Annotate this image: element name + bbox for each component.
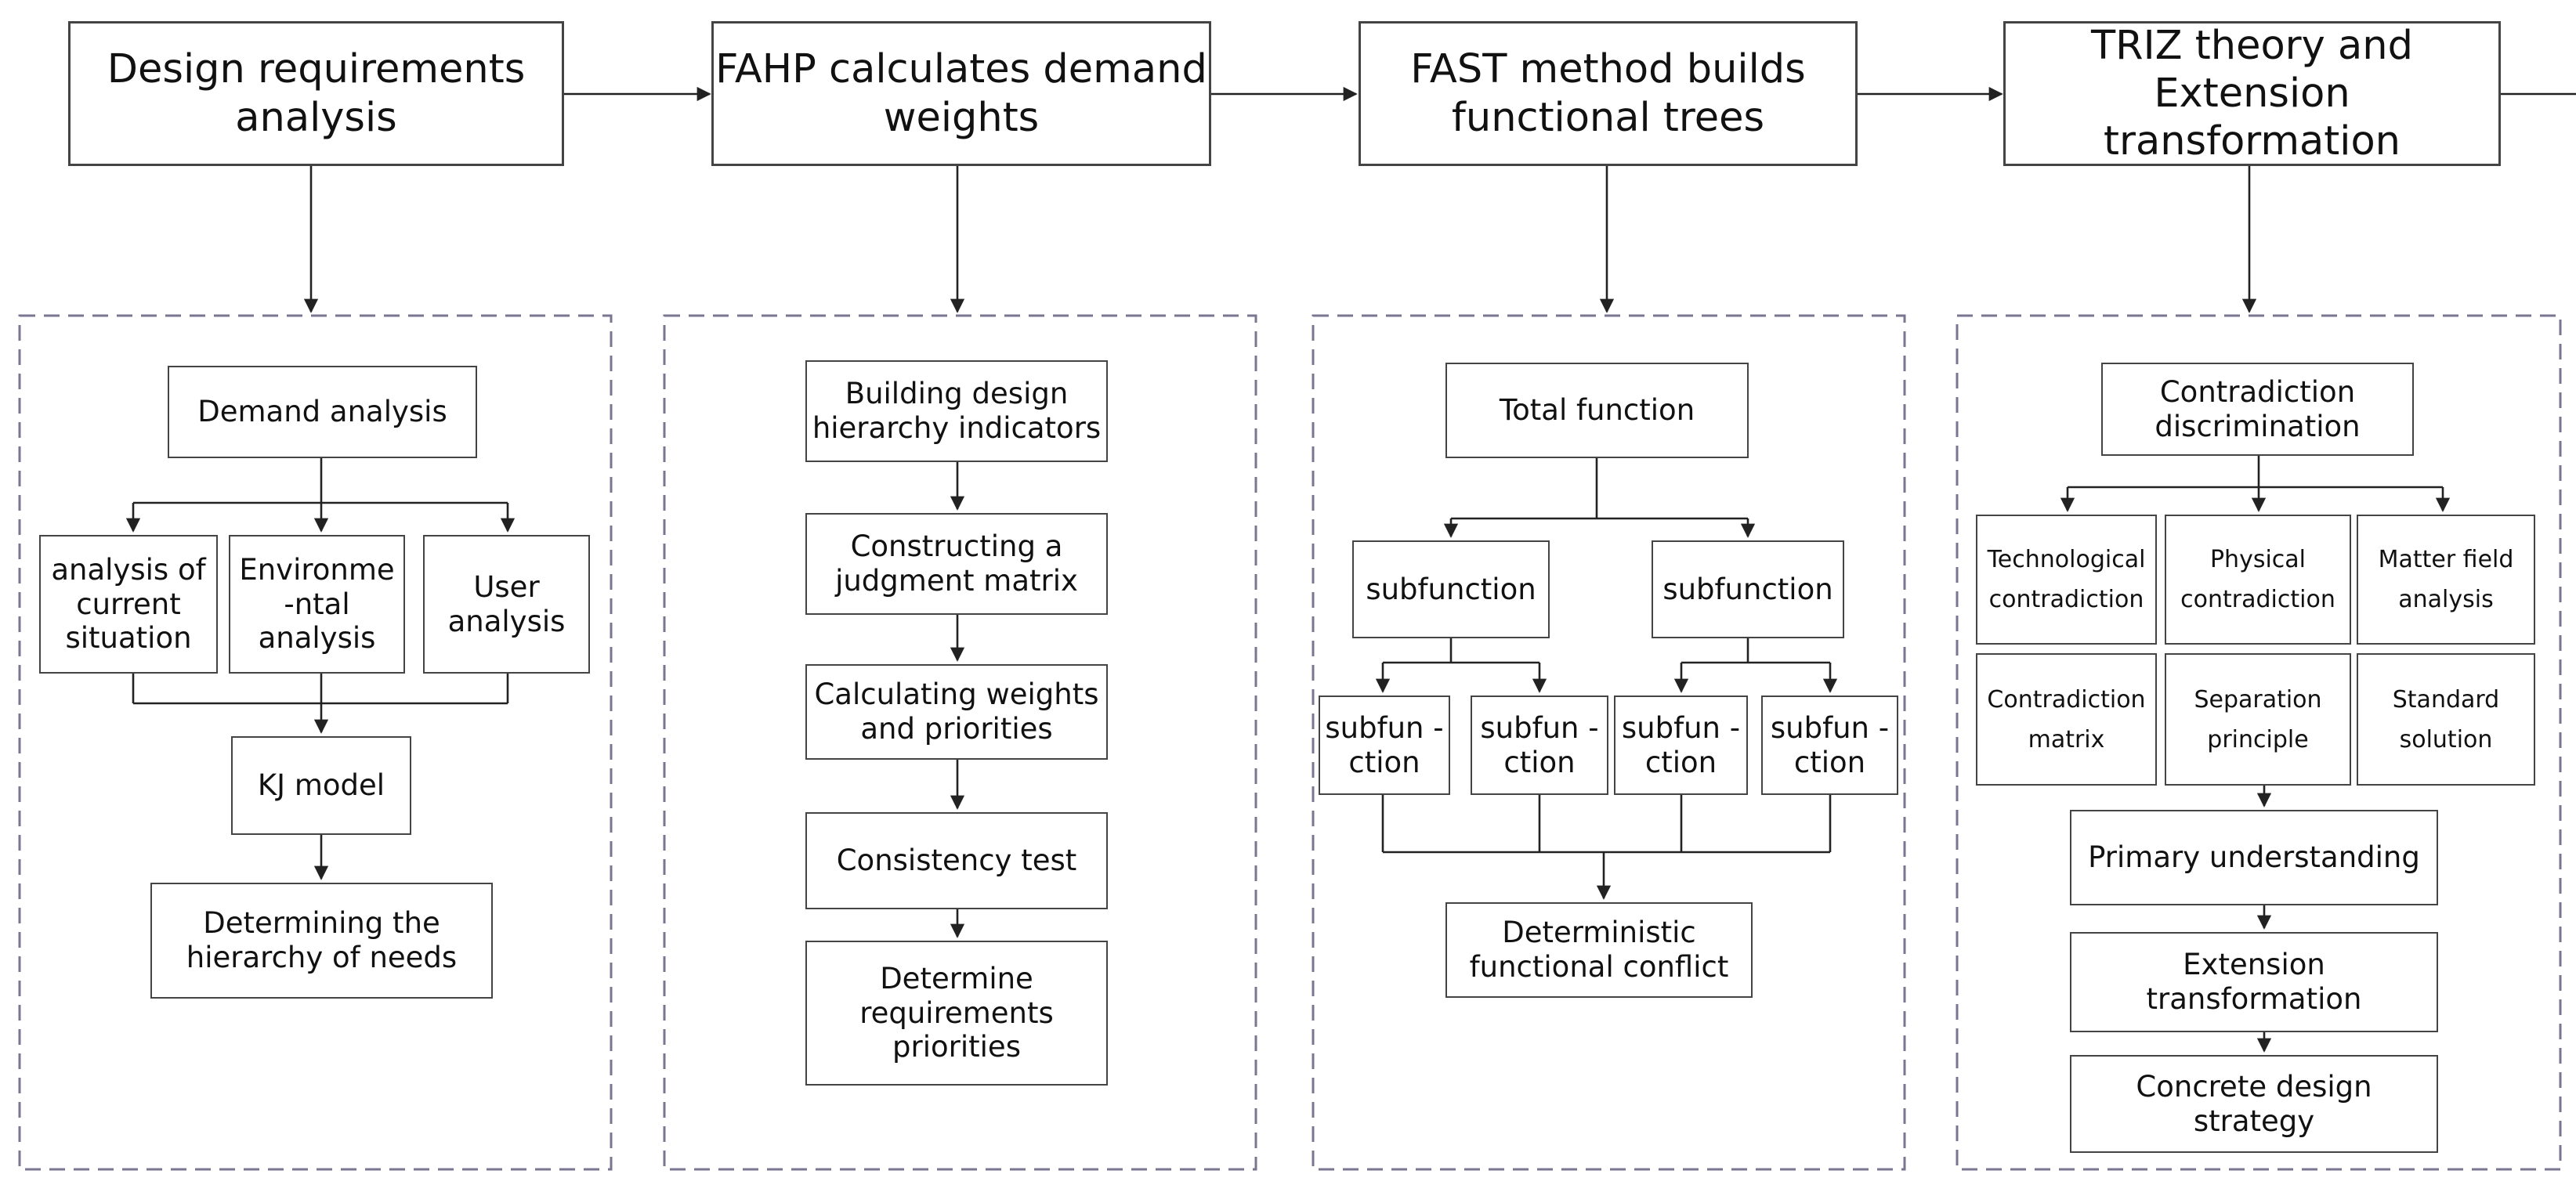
step-fast-method-functional-trees: FAST method builds functional trees [1359,21,1858,166]
leaf-subfunction-2-box: subfun -ction [1471,695,1608,795]
technological-contradiction-box: Technological contradiction [1976,515,2157,645]
judgment-matrix-box: Constructing a judgment matrix [805,513,1108,615]
functional-conflict-box: Deterministic functional conflict [1445,902,1753,998]
kj-model-box: KJ model [231,736,411,835]
weights-priorities-box: Calculating weights and priorities [805,664,1108,760]
building-indicators-box: Building design hierarchy indicators [805,360,1108,462]
primary-understanding-box: Primary understanding [2070,810,2438,905]
step-label: TRIZ theory and Extension transformation [2091,22,2413,165]
physical-contradiction-box: Physical contradiction [2165,515,2351,645]
box-label: Calculating weights and priorities [814,677,1099,746]
box-label: Building design hierarchy indicators [812,377,1102,445]
separation-principle-box: Separation principle [2165,653,2351,786]
box-label: Extension transformation [2146,948,2362,1016]
panel-2-border [663,314,1257,1171]
box-label: subfunction [1662,572,1833,606]
leaf-subfunction-1-box: subfun -ction [1319,695,1450,795]
box-label: Separation principle [2194,685,2322,753]
box-label: subfun -ction [1480,710,1599,779]
requirements-priorities-box: Determine requirements priorities [805,941,1108,1086]
box-label: Determining the hierarchy of needs [186,906,458,974]
extension-transformation-box: Extension transformation [2070,932,2438,1032]
panel-4-border [1956,314,2562,1171]
box-label: Environme -ntal analysis [239,553,395,656]
box-label: Total function [1499,393,1695,428]
box-label: KJ model [257,768,385,803]
subfunction-right-box: subfunction [1652,540,1844,638]
box-label: subfun -ction [1325,710,1444,779]
panel-3-border [1312,314,1906,1171]
box-label: Constructing a judgment matrix [835,529,1078,598]
step-fahp-calculates-demand-weights: FAHP calculates demand weights [711,21,1211,166]
contradiction-matrix-box: Contradiction matrix [1976,653,2157,786]
box-label: subfun -ction [1621,710,1741,779]
box-label: Technological contradiction [1987,546,2146,613]
box-label: Contradiction discrimination [2155,374,2361,443]
step-label: FAST method builds functional trees [1410,46,1806,141]
total-function-box: Total function [1445,363,1749,458]
box-label: Matter field analysis [2378,546,2514,613]
box-label: User analysis [447,569,566,638]
concrete-design-strategy-box: Concrete design strategy [2070,1055,2438,1153]
box-label: Deterministic functional conflict [1469,916,1729,984]
matter-field-analysis-box: Matter field analysis [2357,515,2535,645]
panel-1-border [18,314,613,1171]
demand-analysis-box: Demand analysis [168,366,477,458]
hierarchy-of-needs-box: Determining the hierarchy of needs [150,883,493,999]
box-label: Contradiction matrix [1987,685,2146,753]
environmental-analysis-box: Environme -ntal analysis [229,535,405,674]
step-triz-extension-transformation: TRIZ theory and Extension transformation [2003,21,2501,166]
box-label: subfun -ction [1770,710,1890,779]
box-label: Determine requirements priorities [859,962,1054,1064]
contradiction-discrimination-box: Contradiction discrimination [2101,363,2414,456]
user-analysis-box: User analysis [423,535,590,674]
subfunction-left-box: subfunction [1352,540,1550,638]
box-label: Standard solution [2392,685,2500,753]
box-label: Demand analysis [197,395,447,429]
leaf-subfunction-3-box: subfun -ction [1614,695,1748,795]
box-label: Concrete design strategy [2136,1069,2372,1138]
box-label: analysis of current situation [51,553,206,656]
box-label: Consistency test [836,844,1077,878]
box-label: subfunction [1366,572,1536,606]
consistency-test-box: Consistency test [805,812,1108,909]
standard-solution-box: Standard solution [2357,653,2535,786]
leaf-subfunction-4-box: subfun -ction [1761,695,1898,795]
step-label: FAHP calculates demand weights [715,46,1207,141]
box-label: Physical contradiction [2180,546,2335,613]
step-label: Design requirements analysis [107,46,526,141]
step-design-requirements-analysis: Design requirements analysis [68,21,564,166]
box-label: Primary understanding [2088,840,2420,875]
current-situation-box: analysis of current situation [39,535,218,674]
